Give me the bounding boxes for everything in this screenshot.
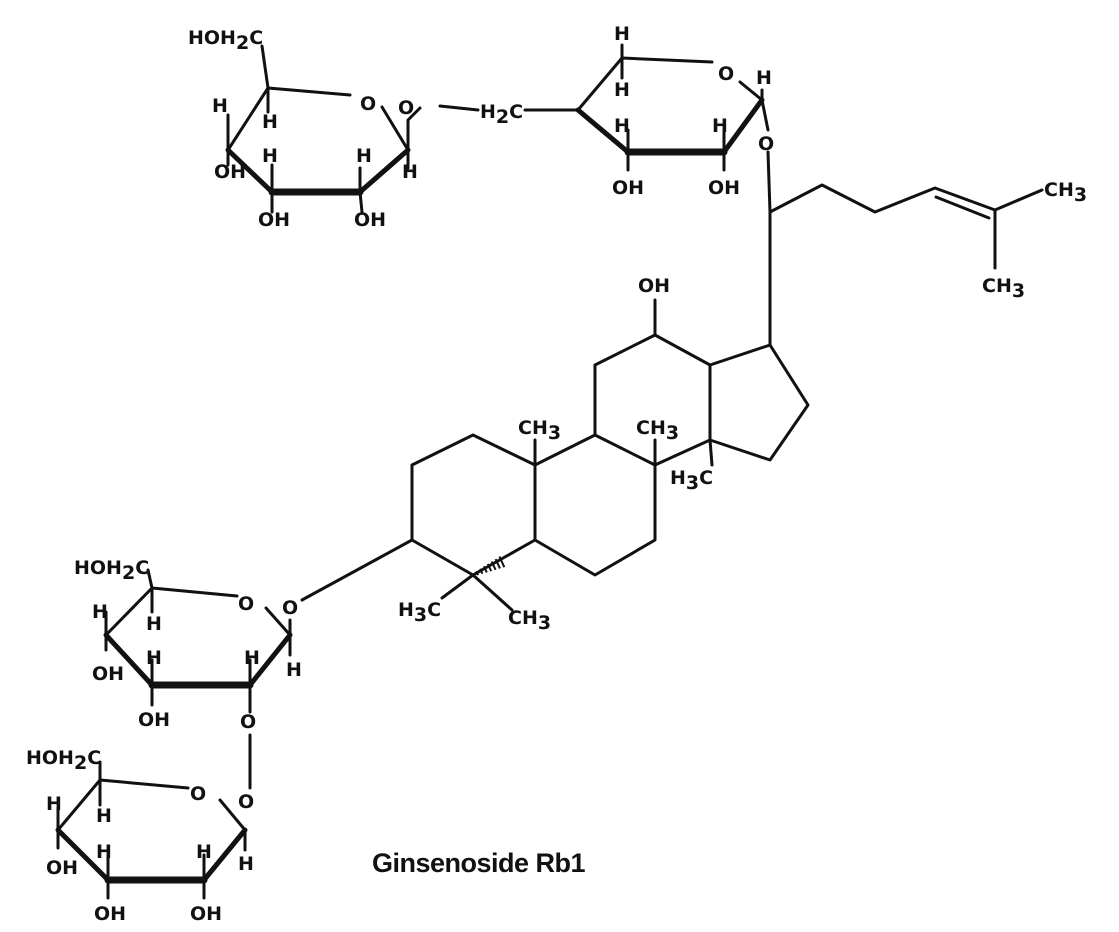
hash-segment	[498, 556, 506, 568]
label-ch3: CH3	[508, 607, 551, 634]
label-h: H	[238, 853, 254, 875]
sugar1-link	[406, 104, 480, 152]
label-oh: OH	[214, 161, 246, 183]
label-hoh2c: HOH2C	[188, 27, 263, 54]
label-o: O	[238, 593, 254, 615]
label-o: O	[282, 597, 298, 619]
sugar3-ch2oh-bond	[146, 568, 154, 590]
label-h: H	[262, 145, 278, 167]
label-oh: OH	[354, 209, 386, 231]
label-h: H	[46, 793, 62, 815]
compound-name: Ginsenoside Rb1	[372, 848, 586, 878]
label-h: H	[196, 841, 212, 863]
hash-segment	[483, 565, 488, 573]
label-h: H	[756, 67, 772, 89]
hash-segment	[490, 561, 497, 571]
label-h: H	[614, 115, 630, 137]
label-h: H	[286, 659, 302, 681]
label-ch3: CH3	[1044, 179, 1087, 206]
label-h: H	[402, 161, 418, 183]
side-chain	[766, 150, 1044, 214]
label-o: O	[190, 783, 206, 805]
label-h: H	[614, 23, 630, 45]
label-h: H	[356, 145, 372, 167]
label-ch3: CH3	[518, 417, 561, 444]
label-h: H	[146, 647, 162, 669]
label-oh: OH	[46, 857, 78, 879]
label-o: O	[360, 93, 376, 115]
label-oh: OH	[138, 709, 170, 731]
label-ch3: CH3	[636, 417, 679, 444]
hash-segment	[479, 568, 484, 575]
label-h: H	[614, 79, 630, 101]
sugar2-wedges	[575, 97, 765, 155]
label-h: H	[212, 95, 228, 117]
methyl-bonds	[533, 438, 714, 467]
label-h3c: H3C	[398, 599, 441, 626]
label-oh: OH	[638, 275, 670, 297]
sugar1-ch2oh-bond	[260, 44, 270, 90]
label-h: H	[96, 805, 112, 827]
label-oh: OH	[258, 209, 290, 231]
label-h: H	[96, 841, 112, 863]
label-h: H	[244, 647, 260, 669]
sugar3-h-bonds	[104, 586, 292, 707]
sugar4-wedges	[55, 827, 248, 883]
label-oh: OH	[708, 177, 740, 199]
sugar2-h-bonds	[620, 43, 764, 172]
sugar4-h-bonds	[56, 778, 247, 900]
sugar2-link	[760, 98, 770, 132]
label-h: H	[92, 601, 108, 623]
ring-d	[708, 343, 810, 462]
ring-b	[533, 433, 657, 577]
bond-lines	[55, 43, 1044, 900]
c3-o-bond	[300, 538, 414, 602]
hash-segment	[475, 570, 479, 576]
atom-labels: HOH2C O O H H H H H OH OH OH H2C H H H H…	[26, 23, 1087, 925]
label-o: O	[238, 791, 254, 813]
label-oh: OH	[190, 903, 222, 925]
ring-a	[410, 433, 537, 577]
hash-segment	[494, 558, 501, 569]
label-o: O	[718, 63, 734, 85]
label-oh: OH	[94, 903, 126, 925]
label-h3c: H3C	[670, 467, 713, 494]
label-o: O	[240, 711, 256, 733]
sugar1-h-bonds	[226, 86, 410, 214]
label-oh: OH	[612, 177, 644, 199]
label-o: O	[758, 133, 774, 155]
label-h2c: H2C	[480, 101, 523, 128]
label-h: H	[146, 613, 162, 635]
hashed-bond	[475, 556, 506, 576]
label-oh: OH	[92, 663, 124, 685]
side-chain-double	[934, 195, 991, 220]
label-h: H	[712, 115, 728, 137]
ring-c	[593, 333, 712, 467]
label-ch3: CH3	[982, 275, 1025, 302]
label-h: H	[262, 111, 278, 133]
label-hoh2c: HOH2C	[26, 747, 101, 774]
label-o: O	[398, 97, 414, 119]
label-hoh2c: HOH2C	[74, 557, 149, 584]
sugar3-wedges	[103, 632, 293, 688]
sugar1-wedges	[225, 147, 411, 195]
hash-segment	[486, 563, 493, 572]
gem-dimethyl	[440, 573, 514, 612]
